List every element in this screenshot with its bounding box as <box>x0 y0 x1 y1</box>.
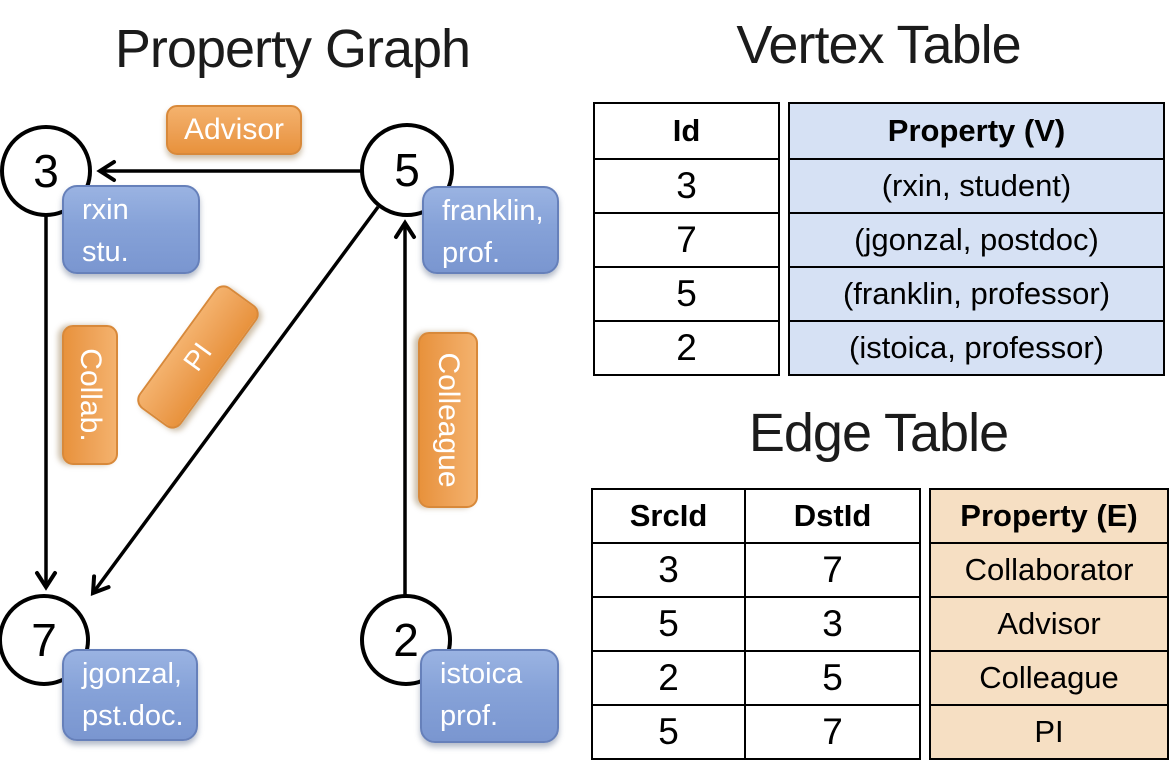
edge-table-header-dstid: DstId <box>793 498 872 533</box>
vertex-table-property-column: Property (V) (rxin, student) (jgonzal, p… <box>788 102 1165 376</box>
node-property-line: stu. <box>82 236 129 268</box>
graph-panel-title: Property Graph <box>114 19 471 79</box>
node-property-box-2: istoica prof. <box>420 649 559 743</box>
edge-table: SrcId 3 5 2 5 DstId 7 3 5 7 Property (E)… <box>591 488 1169 760</box>
vertex-table-cell-property: (rxin, student) <box>790 158 1163 212</box>
vertex-table-header-id: Id <box>672 113 701 148</box>
node-property-line: istoica <box>440 658 523 690</box>
edge-table-cell-srcid: 2 <box>593 650 744 704</box>
edge-label-advisor: Advisor <box>166 105 302 155</box>
edge-table-property-column: Property (E) Collaborator Advisor Collea… <box>929 488 1169 760</box>
table-column-gap <box>780 102 788 112</box>
node-property-line: pst.doc. <box>82 700 184 732</box>
edge-label-collab: Collab. <box>62 325 118 465</box>
edge-table-srcid-column: SrcId 3 5 2 5 <box>593 490 744 758</box>
vertex-table-cell-property: (jgonzal, postdoc) <box>790 212 1163 266</box>
vertex-table-cell-id: 3 <box>595 158 778 212</box>
node-property-line: rxin <box>82 194 129 226</box>
edge-table-cell-srcid: 3 <box>593 542 744 596</box>
node-property-box-7: jgonzal, pst.doc. <box>62 649 198 741</box>
edge-table-id-columns: SrcId 3 5 2 5 DstId 7 3 5 7 <box>591 488 921 760</box>
vertex-table-id-column: Id 3 7 5 2 <box>593 102 780 376</box>
node-property-box-3: rxin stu. <box>62 185 200 274</box>
node-id-3: 3 <box>33 145 59 197</box>
vertex-table-cell-property: (franklin, professor) <box>790 266 1163 320</box>
vertex-table-cell-property: (istoica, professor) <box>790 320 1163 374</box>
node-property-line: prof. <box>442 237 501 269</box>
edge-table-header-property: Property (E) <box>960 498 1138 533</box>
edge-table-cell-srcid: 5 <box>593 704 744 758</box>
vertex-table: Id 3 7 5 2 Property (V) (rxin, student) … <box>593 102 1165 376</box>
edge-table-cell-dstid: 3 <box>746 596 919 650</box>
edge-table-title: Edge Table <box>748 403 1009 463</box>
vertex-table-header-property: Property (V) <box>887 113 1066 148</box>
node-property-line: prof. <box>440 700 499 732</box>
edge-table-cell-property: Colleague <box>931 650 1167 704</box>
edge-table-cell-property: Collaborator <box>931 542 1167 596</box>
edge-table-cell-dstid: 5 <box>746 650 919 704</box>
node-property-line: jgonzal, <box>82 658 182 690</box>
node-id-7: 7 <box>31 614 57 666</box>
vertex-table-title: Vertex Table <box>736 15 1021 75</box>
edge-table-cell-srcid: 5 <box>593 596 744 650</box>
node-property-line: franklin, <box>442 195 544 227</box>
edge-table-header-srcid: SrcId <box>629 498 708 533</box>
node-id-5: 5 <box>394 144 420 196</box>
edge-table-cell-dstid: 7 <box>746 542 919 596</box>
vertex-table-cell-id: 2 <box>595 320 778 374</box>
edge-label-colleague: Colleague <box>418 332 478 508</box>
node-property-box-5: franklin, prof. <box>422 186 559 274</box>
vertex-table-cell-id: 7 <box>595 212 778 266</box>
edge-table-cell-property: PI <box>931 704 1167 758</box>
edge-pi-arrow <box>90 205 380 596</box>
table-column-gap <box>921 488 929 498</box>
edge-table-dstid-column: DstId 7 3 5 7 <box>744 490 919 758</box>
edge-table-cell-dstid: 7 <box>746 704 919 758</box>
node-id-2: 2 <box>393 614 419 666</box>
vertex-table-cell-id: 5 <box>595 266 778 320</box>
edge-table-cell-property: Advisor <box>931 596 1167 650</box>
